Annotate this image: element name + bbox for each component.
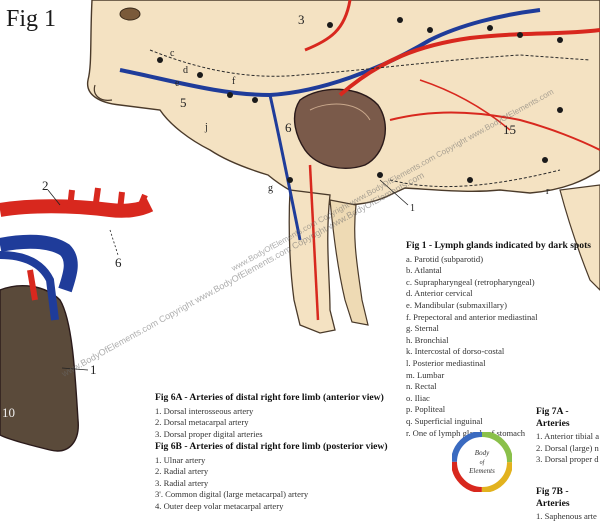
label-inset-1: 1 xyxy=(90,362,97,377)
legend-fig7a: Fig 7A - Arteries 1. Anterior tibial a 2… xyxy=(536,406,600,466)
cow-front-leg-2 xyxy=(329,199,369,326)
label-3: 3 xyxy=(298,12,305,27)
inset-artery-down xyxy=(27,269,38,301)
vein-main xyxy=(119,8,541,98)
anatomy-illustration xyxy=(0,0,600,452)
lymph-vessel xyxy=(149,49,591,77)
legend-fig1-item: m. Lumbar xyxy=(406,369,445,380)
inset-vein-2 xyxy=(0,251,59,321)
label-c: c xyxy=(170,48,175,59)
label-e: e xyxy=(175,78,180,89)
legend-fig7b: Fig 7B - Arteries 1. Saphenous arte xyxy=(536,486,600,523)
legend-fig6a-item: 2. Dorsal metacarpal artery xyxy=(155,417,249,428)
heart-detail xyxy=(309,103,371,121)
label-5: 5 xyxy=(180,95,187,110)
legend-fig6a-heading: Fig 6A - Arteries of distal right fore l… xyxy=(155,392,384,403)
legend-fig1-item: h. Bronchial xyxy=(406,334,449,345)
legend-fig1-item: k. Intercostal of dorso-costal xyxy=(406,346,505,357)
inset-aorta xyxy=(0,198,154,218)
legend-fig1-item: r. One of lymph glands of stomach xyxy=(406,427,526,438)
legend-fig6b-item: 3'. Common digital (large metacarpal) ar… xyxy=(155,489,309,500)
legend-fig7b-heading: Fig 7B - Arteries xyxy=(536,486,570,509)
legend-fig1-item: e. Mandibular (submaxillary) xyxy=(406,299,507,310)
legend-fig7a-item: 2. Dorsal (large) n xyxy=(536,442,599,453)
leader-2 xyxy=(47,189,61,206)
legend-fig1-item: f. Prepectoral and anterior mediastinal xyxy=(406,311,538,322)
legend-fig1-item: d. Anterior cervical xyxy=(406,288,473,299)
cow-mouth xyxy=(93,84,113,101)
leader-6 xyxy=(109,229,119,256)
legend-fig6a-item: 1. Dorsal interosseous artery xyxy=(155,405,254,416)
legend-fig7b-item: 1. Saphenous arte xyxy=(536,511,597,522)
label-6: 6 xyxy=(285,120,292,135)
label-g: g xyxy=(268,183,273,194)
label-cow-1: 1 xyxy=(410,203,415,214)
legend-fig6b-item: 2. Radial artery xyxy=(155,466,209,477)
artery-carotid xyxy=(304,0,352,52)
label-15: 15 xyxy=(503,122,516,137)
legend-fig1-item: l. Posterior mediastinal xyxy=(406,357,486,368)
label-r: r xyxy=(546,186,550,197)
cow-front-leg xyxy=(288,189,336,334)
legend-fig1-heading: Fig 1 - Lymph glands indicated by dark s… xyxy=(406,240,591,251)
leader-1 xyxy=(61,367,89,371)
legend-fig6b-item: 1. Ulnar artery xyxy=(155,454,206,465)
cow-eye xyxy=(119,7,141,21)
logo-text-2: of xyxy=(480,459,486,466)
legend-fig6b-item: 4. Outer deep volar metacarpal artery xyxy=(155,500,284,511)
legend-fig7a-item: 3. Dorsal proper d xyxy=(536,454,599,465)
label-j: j xyxy=(205,122,208,133)
legend-fig1-item: b. Atlantal xyxy=(406,265,442,276)
legend-fig6b: Fig 6B - Arteries of distal right fore l… xyxy=(155,441,388,513)
inset-vein xyxy=(0,234,78,293)
cow-hind-leg xyxy=(559,184,600,291)
legend-fig7a-heading: Fig 7A - Arteries xyxy=(536,406,570,429)
legend-fig1-item: g. Sternal xyxy=(406,323,439,334)
artery-branch xyxy=(419,79,511,131)
legend-fig6b-heading: Fig 6B - Arteries of distal right fore l… xyxy=(155,441,388,452)
legend-fig1: Fig 1 - Lymph glands indicated by dark s… xyxy=(406,240,591,439)
legend-fig1-item: c. Suprapharyngeal (retropharyngeal) xyxy=(406,276,535,287)
legend-fig1-item: q. Superficial inguinal xyxy=(406,415,483,426)
body-of-elements-logo: Body of Elements xyxy=(452,432,512,492)
legend-fig7a-item: 1. Anterior tibial a xyxy=(536,431,600,442)
lymph-glands xyxy=(157,17,563,183)
artery-aorta xyxy=(338,28,600,97)
legend-fig6a-item: 3. Dorsal proper digital arteries xyxy=(155,428,263,439)
logo-text-3: Elements xyxy=(468,467,495,475)
logo-text-1: Body xyxy=(475,449,490,457)
label-inset-2: 2 xyxy=(42,178,49,193)
artery-leg xyxy=(308,164,320,321)
label-f: f xyxy=(232,76,236,87)
lymph-vessel-2 xyxy=(389,169,561,188)
inset-branches xyxy=(67,187,148,211)
legend-fig1-item: o. Iliac xyxy=(406,392,430,403)
legend-fig6a: Fig 6A - Arteries of distal right fore l… xyxy=(155,392,384,440)
inset-heart xyxy=(0,285,79,452)
leader-cow-1 xyxy=(379,179,409,206)
legend-fig1-item: p. Popliteal xyxy=(406,404,446,415)
legend-fig6b-item: 3. Radial artery xyxy=(155,477,209,488)
legend-fig1-item: n. Rectal xyxy=(406,381,437,392)
label-inset-10: 10 xyxy=(2,405,15,420)
label-inset-6: 6 xyxy=(115,255,122,270)
artery-abdominal xyxy=(389,111,600,151)
figure-title: Fig 1 xyxy=(6,6,57,32)
legend-fig1-item: a. Parotid (subparotid) xyxy=(406,253,484,264)
vein-leg xyxy=(268,94,302,241)
label-d: d xyxy=(183,65,188,76)
heart xyxy=(293,88,386,169)
